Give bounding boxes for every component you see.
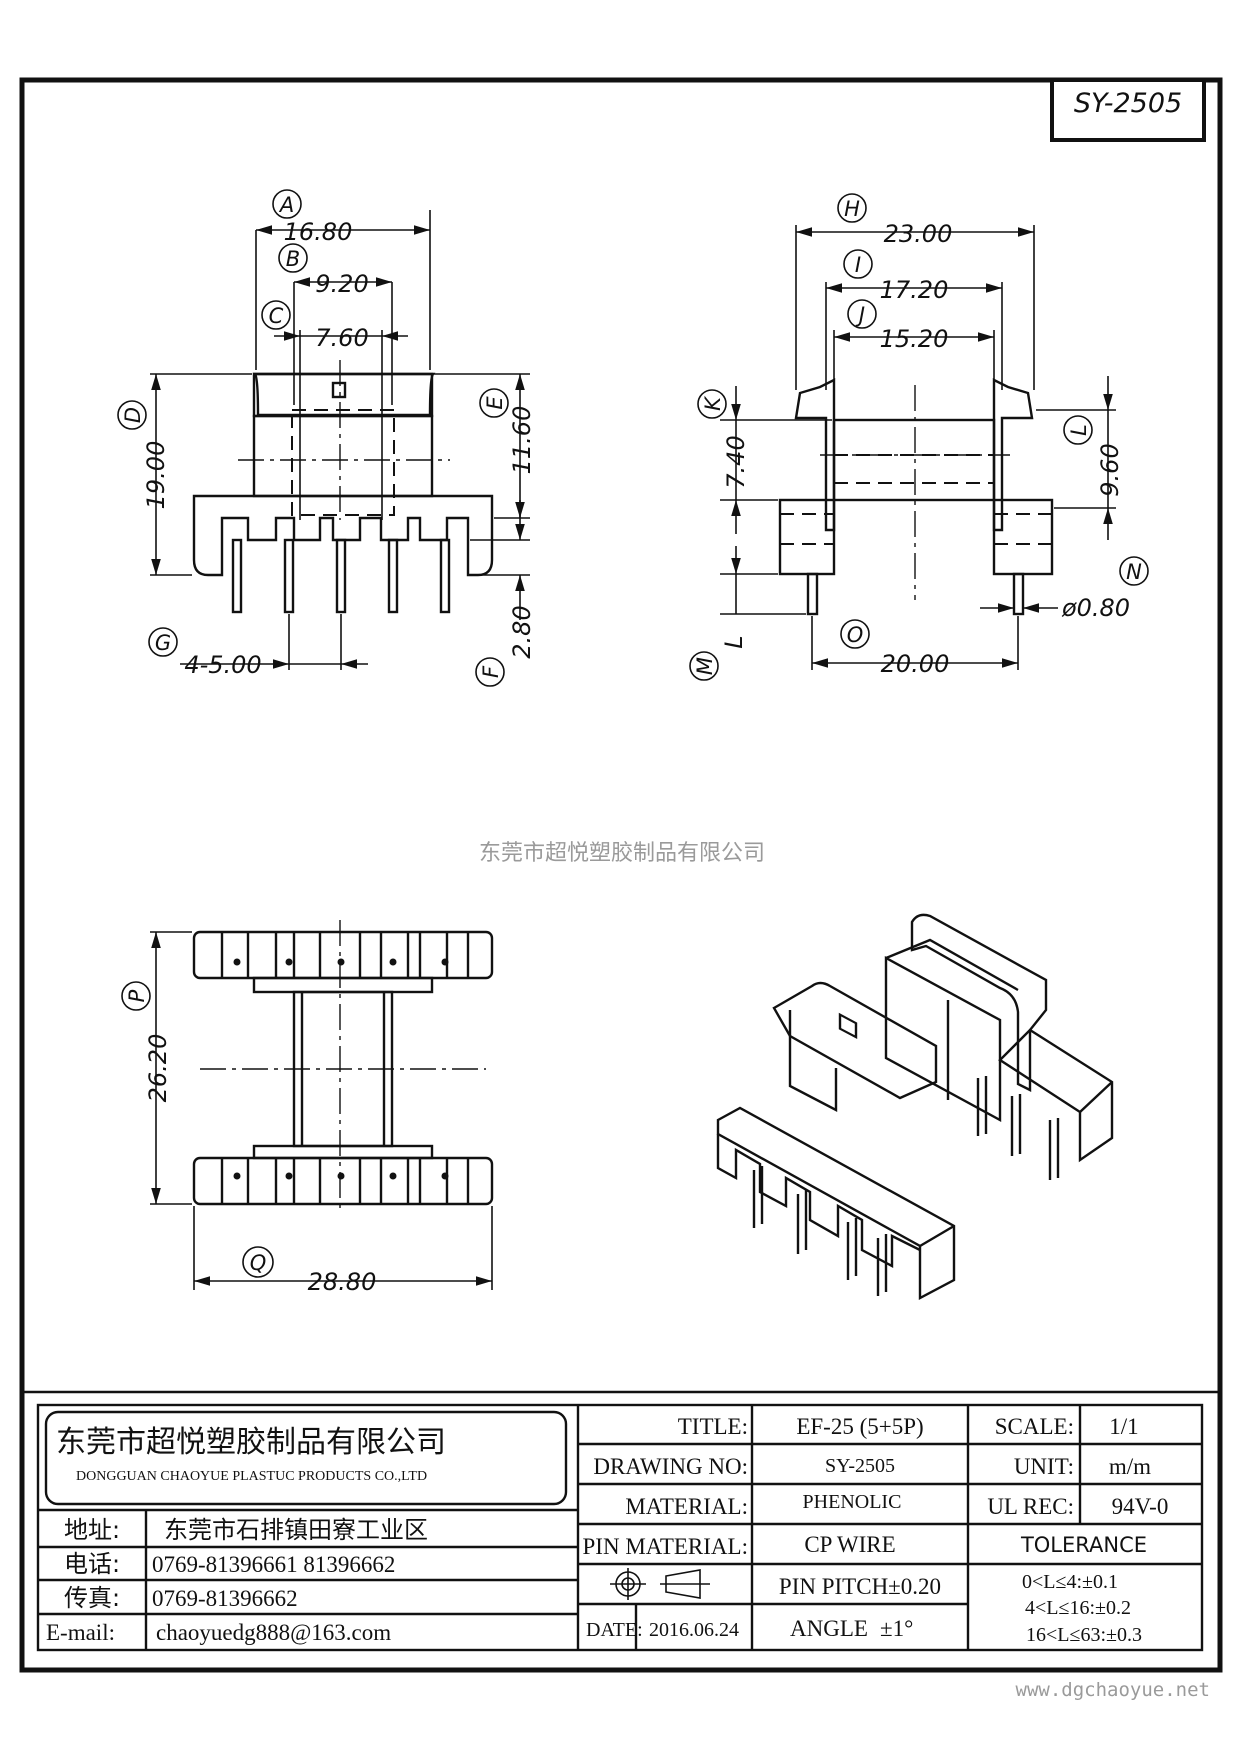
dim-value-l: 9.60 xyxy=(1096,443,1124,496)
sheet-border xyxy=(19,77,1223,1673)
dim-label-m: M xyxy=(693,657,717,675)
dim-label-e: E xyxy=(483,396,507,410)
dim-value-e: 11.60 xyxy=(508,406,536,475)
front-view: A 16.80 B 9.20 C 7.60 D 19.00 E 11.60 xyxy=(117,189,536,687)
top-view: P 26.20 Q 28.80 xyxy=(121,920,494,1296)
angle-value: ±1° xyxy=(880,1616,913,1641)
title-block: 东莞市超悦塑胶制品有限公司 DONGGUAN CHAOYUE PLASTUC P… xyxy=(22,1390,1220,1652)
dim-label-c: C xyxy=(269,304,284,328)
phone-label: 电话: xyxy=(64,1550,120,1578)
dim-label-o: O xyxy=(847,623,864,647)
dim-value-n: ø0.80 xyxy=(1061,594,1130,622)
dim-label-k: K xyxy=(701,395,725,411)
dim-label-p: P xyxy=(125,989,149,1002)
company-name-en: DONGGUAN CHAOYUE PLASTUC PRODUCTS CO.,LT… xyxy=(76,1469,427,1484)
dim-value-i: 17.20 xyxy=(880,276,949,304)
fax-value: 0769-81396662 xyxy=(152,1586,298,1611)
tolerance-label: TOLERANCE xyxy=(1020,1533,1147,1557)
pin-pitch: PIN PITCH±0.20 xyxy=(779,1574,941,1599)
drawing-number-box: SY-2505 xyxy=(1050,78,1206,142)
date-value: 2016.06.24 xyxy=(649,1619,739,1641)
dim-value-o: 20.00 xyxy=(881,650,950,678)
tolerance-2: 4<L≤16:±0.2 xyxy=(1025,1597,1131,1619)
dim-label-g: G xyxy=(155,631,171,655)
side-view: H 23.00 I 17.20 J 15.20 K 7.40 L 9.60 xyxy=(689,193,1149,681)
ul-rec-label: UL REC: xyxy=(987,1494,1074,1519)
material-value: PHENOLIC xyxy=(803,1491,902,1513)
dim-label-q: Q xyxy=(250,1251,267,1275)
dim-label-n: N xyxy=(1126,560,1142,584)
dim-value-f: 2.80 xyxy=(508,605,536,658)
watermark: 东莞市超悦塑胶制品有限公司 xyxy=(479,841,765,866)
address-label: 地址: xyxy=(64,1516,120,1544)
dim-value-g: 4-5.00 xyxy=(184,651,261,679)
tolerance-1: 0<L≤4:±0.1 xyxy=(1022,1571,1118,1593)
dim-label-l: L xyxy=(1067,424,1091,436)
dim-value-k: 7.40 xyxy=(722,435,750,488)
dim-label-h: H xyxy=(844,197,860,221)
address-value: 东莞市石排镇田寮工业区 xyxy=(164,1516,428,1544)
tolerance-3: 16<L≤63:±0.3 xyxy=(1026,1624,1142,1646)
pin-material-value: CP WIRE xyxy=(804,1532,895,1557)
dim-value-j: 15.20 xyxy=(880,325,949,353)
dim-label-d: D xyxy=(121,407,145,423)
unit-value: m/m xyxy=(1109,1454,1151,1479)
dim-value-q: 28.80 xyxy=(308,1268,377,1296)
email-label: E-mail: xyxy=(46,1620,115,1645)
projection-symbol-icon xyxy=(610,1568,710,1600)
dim-value-m: L xyxy=(720,635,748,648)
dim-value-c: 7.60 xyxy=(315,324,368,352)
phone-value: 0769-81396661 81396662 xyxy=(152,1552,395,1577)
dim-value-b: 9.20 xyxy=(315,270,368,298)
dim-value-p: 26.20 xyxy=(144,1034,172,1103)
date-label: DATE: xyxy=(586,1619,643,1641)
drawing-no-label: DRAWING NO: xyxy=(593,1454,748,1479)
title-label: TITLE: xyxy=(678,1414,748,1439)
dim-value-a: 16.80 xyxy=(284,218,353,246)
drawing-number: SY-2505 xyxy=(1074,88,1182,119)
email-value: chaoyuedg888@163.com xyxy=(156,1620,391,1645)
pin-material-label: PIN MATERIAL: xyxy=(583,1534,748,1559)
ul-rec-value: 94V-0 xyxy=(1112,1494,1169,1519)
dim-value-d: 19.00 xyxy=(142,441,170,510)
title-value: EF-25 (5+5P) xyxy=(796,1414,923,1439)
company-name-cn: 东莞市超悦塑胶制品有限公司 xyxy=(56,1425,446,1460)
website-url: www.dgchaoyue.net xyxy=(1016,1679,1210,1701)
unit-label: UNIT: xyxy=(1014,1454,1074,1479)
dim-label-i: I xyxy=(855,253,861,277)
material-label: MATERIAL: xyxy=(625,1494,748,1519)
dim-label-b: B xyxy=(286,247,300,271)
scale-value: 1/1 xyxy=(1109,1414,1138,1439)
fax-label: 传真: xyxy=(64,1584,120,1612)
dim-value-h: 23.00 xyxy=(884,220,953,248)
scale-label: SCALE: xyxy=(995,1414,1074,1439)
dim-label-j: J xyxy=(855,303,865,327)
dim-label-a: A xyxy=(278,193,294,217)
angle-label: ANGLE xyxy=(790,1616,868,1641)
dim-label-f: F xyxy=(479,665,503,678)
drawing-no-value: SY-2505 xyxy=(825,1455,895,1477)
isometric-view xyxy=(716,913,1114,1300)
